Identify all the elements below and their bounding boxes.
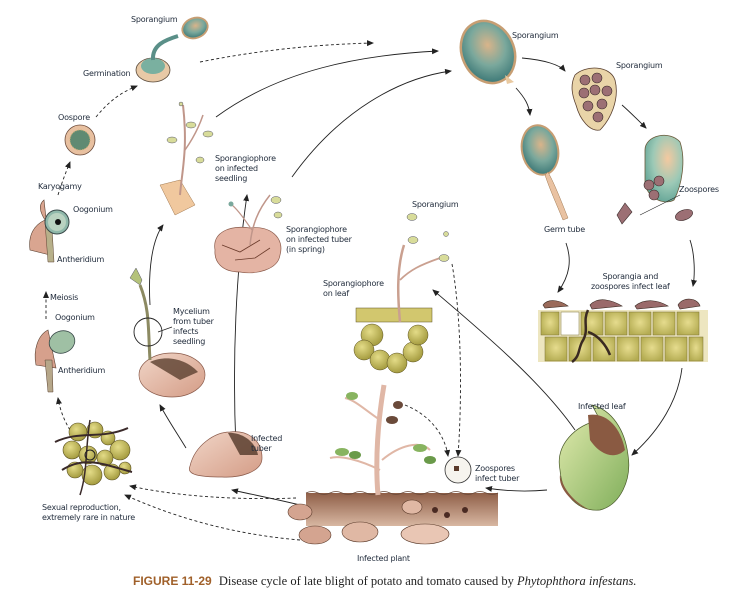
label-antheridium-lower: Antheridium [58,366,106,375]
label-sporangiophore-tuber: Sporangiophore on infected tuber (in spr… [286,225,352,254]
germinating-sporangium [520,124,569,221]
cycle-arrows [43,40,698,541]
arrow-oospore-to-germination [95,85,138,118]
caption-text: Disease cycle of late blight of potato a… [218,574,514,588]
label-sporangia-infect-leaf: Sporangia and zoospores infect leaf [591,272,670,291]
arrow-tuber-to-sporangium [291,68,452,178]
label-infected-plant: Infected plant [357,554,410,563]
arrow-plant-to-sexual-1 [129,484,297,500]
arrow-seedling-up [149,224,164,306]
label-sporangiophore-leaf: Sporangiophore on leaf [323,279,384,298]
arrow-germ-tube-to-leaf [557,242,570,293]
label-germ-tube: Germ tube [544,225,586,234]
infected-leaf [558,404,630,511]
sporangium-with-zoospores [571,67,617,131]
oogonium-antheridium-upper [29,199,70,263]
label-oogonium-lower: Oogonium [55,313,95,322]
label-sporangium-top-left: Sporangium [131,15,178,24]
figure-caption: FIGURE 11-29 Disease cycle of late bligh… [133,574,636,589]
label-oogonium-upper: Oogonium [73,205,113,214]
label-zoospores: Zoospores [679,185,719,194]
label-mycelium-seedling: Mycelium from tuber infects seedling [173,307,214,346]
label-sporangium-zoospores: Sporangium [616,61,663,70]
arrow-plant-leaf-to-tuber [404,404,451,457]
arrow-sexual-to-antheridium [56,397,71,431]
germinating-oospore [135,16,209,83]
leaf-cells-infected [538,298,708,363]
label-karyogamy: Karyogamy [38,182,82,191]
label-germination: Germination [83,69,131,78]
seedling-from-tuber [129,267,206,398]
arrow-sporangium-to-zoospore-sporangium [521,57,566,72]
arrow-karyogamy-to-oospore [57,161,71,196]
label-meiosis: Meiosis [50,293,79,302]
oogonium-antheridium-lower [34,329,76,393]
label-sporangium-leaf: Sporangium [412,200,459,209]
arrow-plant-to-infected-tuber [231,488,301,506]
label-zoospores-infect-tuber: Zoospores infect tuber [475,464,520,483]
arrow-leaf-cells-to-infected-leaf [631,367,683,456]
sporangiophore-on-leaf [353,213,450,374]
infected-plant [287,384,499,545]
arrow-sporangium-to-germ-tube [515,87,533,116]
arrow-infected-leaf-to-tuber [485,485,548,492]
arrow-zoospore-sporangium-to-empty [621,104,647,129]
label-antheridium-upper: Antheridium [57,255,105,264]
sporangium-top [459,19,517,85]
sporangiophore-on-tuber [214,194,283,274]
empty-sporangium-releasing-zoospores [616,134,693,225]
sporangiophore-on-seedling [159,101,214,216]
arrow-infected-leaf-to-sporangiophore-leaf [432,289,576,431]
arrow-infected-tuber-to-seedling-tuber [159,404,187,449]
label-infected-leaf: Infected leaf [578,402,626,411]
infected-tuber [188,431,263,478]
arrow-infected-tuber-to-tuber [234,194,250,449]
oospore [64,124,96,156]
oospores-in-tissue [54,419,133,496]
arrow-zoospores-to-leaf [689,239,698,287]
arrow-sporangium-leaf-to-tuber [451,263,462,457]
arrow-germination-to-sporangium [199,40,374,63]
label-sexual-reproduction: Sexual reproduction, extremely rare in n… [42,503,135,522]
figure-number: FIGURE 11-29 [133,574,212,588]
arrow-plant-to-sexual-2 [124,494,301,541]
label-oospore: Oospore [58,113,90,122]
caption-species: Phytophthora infestans. [517,574,637,588]
label-sporangiophore-seedling: Sporangiophore on infected seedling [215,154,276,183]
label-infected-tuber: Infected tuber [251,434,283,453]
arrow-seedling-to-sporangium [215,48,439,118]
label-sporangium-top-right: Sporangium [512,31,559,40]
